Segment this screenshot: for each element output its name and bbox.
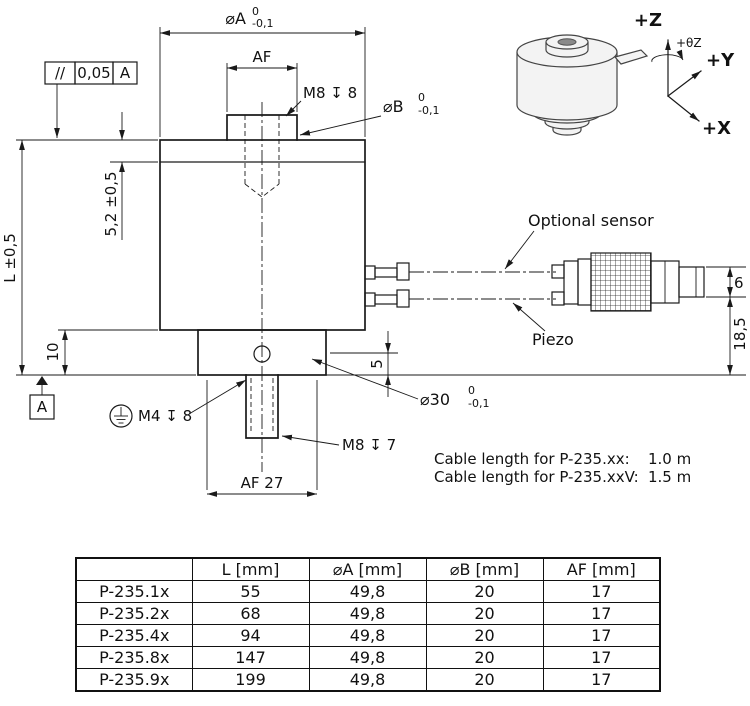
header-dia-A: ⌀A [mm] [308, 557, 427, 581]
table-row: P-235.2x 68 49,8 20 17 [75, 602, 661, 625]
connector-knurl [590, 252, 652, 312]
spec-table: L [mm] ⌀A [mm] ⌀B [mm] AF [mm] P-235.1x … [75, 557, 661, 692]
cell-AF: 17 [542, 646, 661, 669]
dim-tol-lower-dia-30: -0,1 [468, 397, 489, 410]
cell-model: P-235.8x [75, 646, 193, 669]
axis-label-y: +Y [706, 50, 735, 71]
tolerance-datum: A [120, 64, 131, 82]
cell-AF: 17 [542, 580, 661, 603]
cell-AF: 17 [542, 624, 661, 647]
dim-label-18-5: 18,5 [731, 317, 749, 350]
cable-note-1: Cable length for P-235.xx: [434, 450, 630, 468]
cell-model: P-235.9x [75, 668, 193, 692]
dim-label-dia-B: ⌀B [383, 97, 404, 116]
table-row: P-235.1x 55 49,8 20 17 [75, 580, 661, 603]
cell-dia-B: 20 [425, 580, 544, 603]
callout-m8-bottom: M8 ↧ 7 [281, 434, 396, 454]
dimension-dia-A: ⌀A 0 -0,1 [159, 5, 366, 137]
cable-note-2-value: 1.5 m [648, 468, 691, 486]
callout-dia-B: ⌀B 0 -0,1 [299, 91, 439, 136]
callout-m4-label: M4 ↧ 8 [138, 407, 192, 425]
table-row: P-235.4x 94 49,8 20 17 [75, 624, 661, 647]
cell-model: P-235.2x [75, 602, 193, 625]
cell-dia-B: 20 [425, 624, 544, 647]
coordinate-axes: +Z +Y +X +θZ [634, 10, 735, 139]
dimension-5-2: 5,2 ±0,5 [102, 112, 158, 240]
cell-L: 55 [191, 580, 310, 603]
cable-note-2: Cable length for P-235.xxV: [434, 468, 639, 486]
cell-model: P-235.4x [75, 624, 193, 647]
callout-m8-top-label: M8 ↧ 8 [303, 84, 357, 102]
datum-flag-A: A [29, 376, 55, 420]
cell-dia-A: 49,8 [308, 668, 427, 692]
cell-dia-A: 49,8 [308, 646, 427, 669]
dim-tol-upper-dia-A: 0 [252, 5, 259, 18]
header-L: L [mm] [191, 557, 310, 581]
callout-m8-bottom-label: M8 ↧ 7 [342, 436, 396, 454]
axis-label-z: +Z [634, 10, 662, 31]
dim-label-6: 6 [734, 274, 744, 292]
cable-length-notes: Cable length for P-235.xx: 1.0 m Cable l… [434, 450, 691, 486]
header-model [75, 557, 193, 581]
cable-assembly [364, 252, 705, 312]
piezo-label: Piezo [532, 330, 574, 349]
cell-dia-B: 20 [425, 668, 544, 692]
table-header-row: L [mm] ⌀A [mm] ⌀B [mm] AF [mm] [75, 557, 661, 581]
table-row: P-235.9x 199 49,8 20 17 [75, 668, 661, 692]
dim-label-af-top: AF [253, 48, 272, 66]
cable-note-1-value: 1.0 m [648, 450, 691, 468]
dim-tol-upper-dia-30: 0 [468, 384, 475, 397]
cell-dia-A: 49,8 [308, 602, 427, 625]
technical-drawing: // 0,05 A ⌀A 0 -0,1 AF M8 ↧ 8 [1, 5, 749, 497]
callout-m4-ground: M4 ↧ 8 [109, 379, 247, 428]
dim-label-10: 10 [44, 342, 62, 361]
tolerance-value: 0,05 [77, 64, 110, 82]
iso-top-hole [557, 38, 577, 46]
dimension-10: 10 [44, 329, 158, 375]
dim-tol-lower-dia-B: -0,1 [418, 104, 439, 117]
parallelism-tolerance-frame: // 0,05 A [44, 61, 138, 138]
dim-label-5: 5 [368, 359, 386, 369]
cell-L: 147 [191, 646, 310, 669]
callout-dia-30: ⌀30 0 -0,1 [311, 358, 489, 410]
iso-view [516, 34, 649, 136]
callout-m8-top: M8 ↧ 8 [285, 84, 357, 117]
dimension-5: 5 [330, 331, 398, 397]
parallelism-symbol: // [55, 64, 66, 82]
cell-L: 94 [191, 624, 310, 647]
dimension-af-top: AF [226, 48, 298, 112]
dim-label-dia-A: ⌀A [225, 9, 246, 28]
dimension-6-and-18-5: 6 18,5 [326, 266, 749, 376]
cell-AF: 17 [542, 668, 661, 692]
cable-callouts: Optional sensor Piezo [504, 211, 654, 349]
dim-label-af-27: AF 27 [241, 474, 284, 492]
axis-label-x: +X [702, 118, 731, 139]
cell-dia-A: 49,8 [308, 580, 427, 603]
dim-label-L: L ±0,5 [1, 233, 19, 283]
cell-L: 68 [191, 602, 310, 625]
dim-label-5-2: 5,2 ±0,5 [102, 171, 120, 236]
dim-tol-lower-dia-A: -0,1 [252, 17, 273, 30]
rotation-arrow-icon [651, 49, 684, 63]
header-dia-B: ⌀B [mm] [425, 557, 544, 581]
dim-label-dia-30: ⌀30 [420, 390, 450, 409]
dimension-af-27: AF 27 [206, 380, 318, 497]
optional-sensor-label: Optional sensor [528, 211, 654, 230]
dim-tol-upper-dia-B: 0 [418, 91, 425, 104]
actuator-body-outline [159, 102, 366, 472]
datum-flag-label: A [37, 398, 48, 416]
header-AF: AF [mm] [542, 557, 661, 581]
cell-dia-B: 20 [425, 646, 544, 669]
cell-model: P-235.1x [75, 580, 193, 603]
axis-label-theta-z: +θZ [676, 36, 702, 50]
cell-dia-A: 49,8 [308, 624, 427, 647]
iso-cable-tab [613, 49, 649, 65]
dimension-L: L ±0,5 [1, 139, 196, 376]
cell-AF: 17 [542, 602, 661, 625]
cell-dia-B: 20 [425, 602, 544, 625]
cell-L: 199 [191, 668, 310, 692]
table-row: P-235.8x 147 49,8 20 17 [75, 646, 661, 669]
